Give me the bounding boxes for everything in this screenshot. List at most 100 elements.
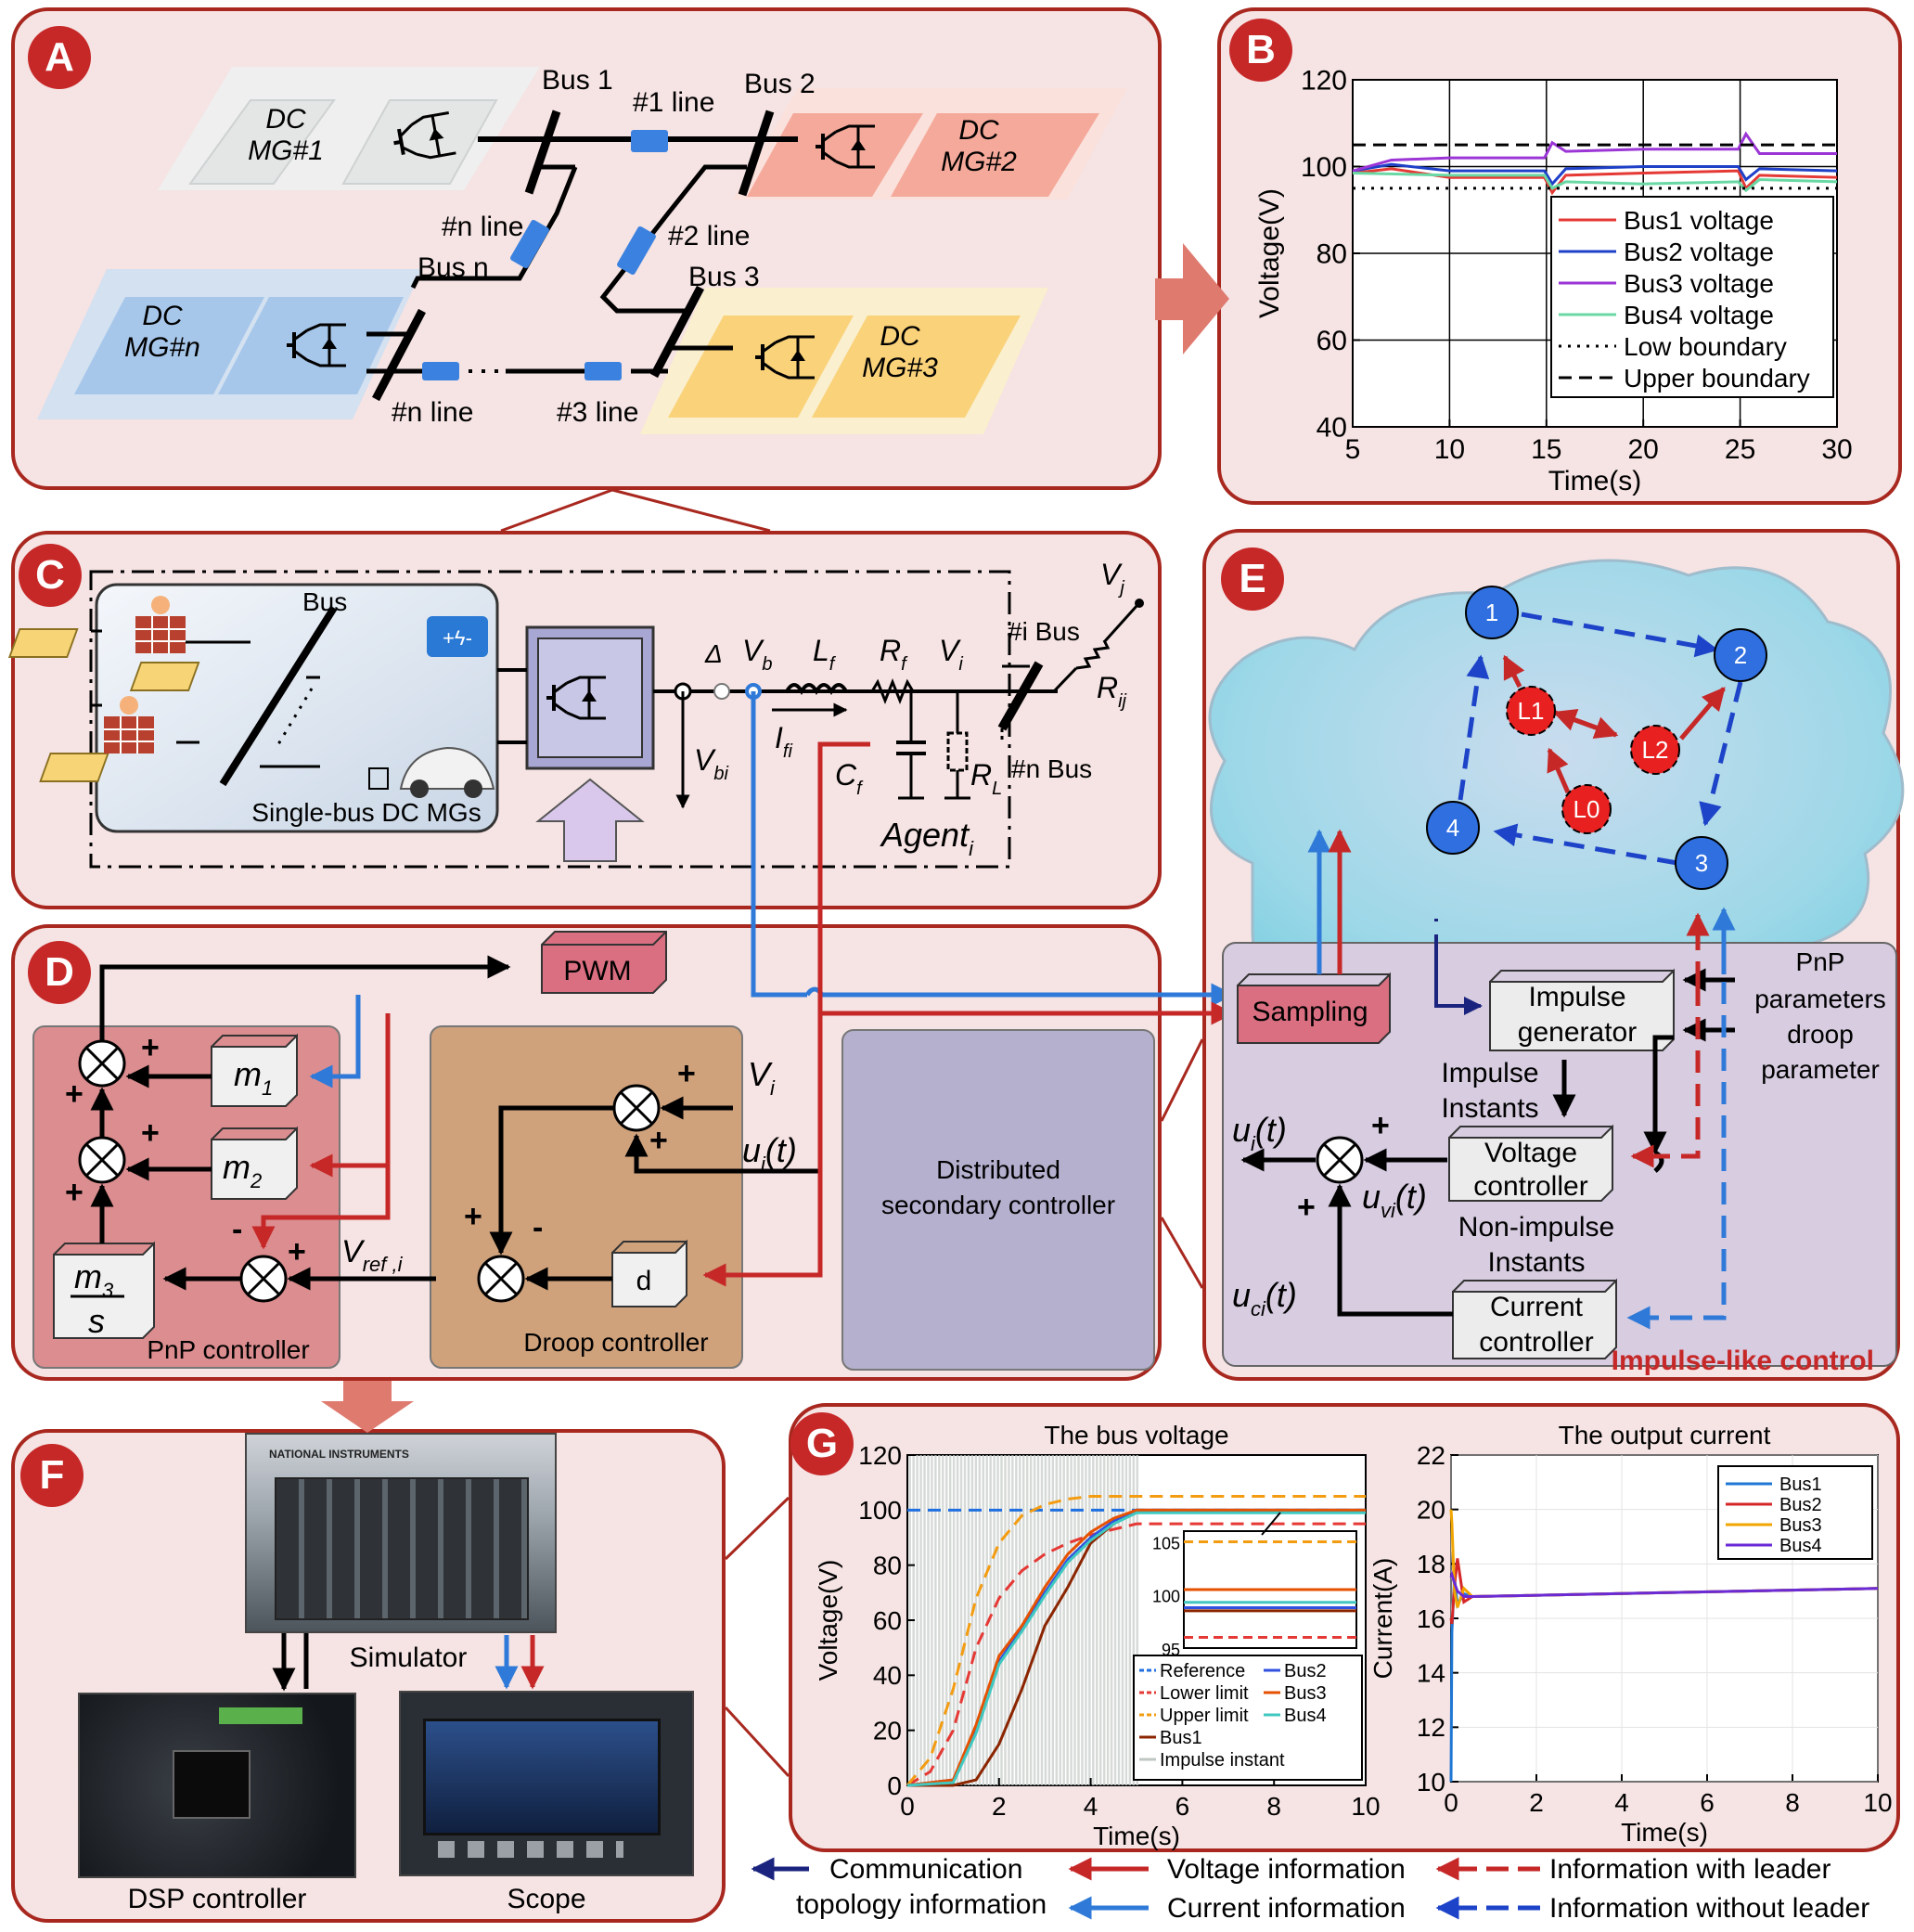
impulse-instants-2: Instants <box>1441 1093 1538 1124</box>
impulse-band <box>963 1455 967 1785</box>
plus-sign: + <box>288 1234 306 1269</box>
impulse-band <box>1011 1455 1014 1785</box>
impulse-band <box>1102 1455 1106 1785</box>
impulse-band <box>1019 1455 1021 1785</box>
impulse-band <box>1092 1455 1095 1785</box>
impulse-band <box>916 1455 918 1785</box>
y-tick-label: 80 <box>1317 239 1347 270</box>
ui-label: ui(t) <box>1232 1111 1287 1155</box>
x-tick-label: 10 <box>1351 1792 1380 1821</box>
y-tick-label: 18 <box>1417 1550 1445 1578</box>
impulse-band <box>974 1455 978 1785</box>
panel-d-drawing <box>32 691 1235 1371</box>
impulse-band <box>1113 1455 1117 1785</box>
minus-sign: - <box>232 1212 242 1247</box>
impulse-band <box>1136 1455 1138 1785</box>
x-tick-label: 2 <box>1529 1788 1544 1817</box>
y-tick-label: 40 <box>873 1661 902 1690</box>
battery-icon <box>427 616 488 657</box>
legend-voltage-info: Voltage information <box>1167 1854 1406 1885</box>
impulse-band <box>1066 1455 1069 1785</box>
plus-sign: + <box>649 1123 668 1158</box>
impulse-like-control-label: Impulse-like control <box>1612 1346 1874 1376</box>
sampling-label: Sampling <box>1252 997 1368 1027</box>
vb-label: Vb <box>742 634 772 675</box>
legend-label: Bus3 <box>1779 1515 1822 1536</box>
impulse-band <box>1008 1455 1010 1785</box>
node-l0-label: L0 <box>1574 795 1600 823</box>
simulator-photo: NATIONAL INSTRUMENTS <box>245 1433 557 1633</box>
impulse-band <box>1059 1455 1061 1785</box>
node-1-label: 1 <box>1485 599 1498 626</box>
x-tick-label: 15 <box>1531 434 1561 465</box>
y-tick-label: 20 <box>1417 1495 1445 1524</box>
m3-den-label: s <box>88 1302 105 1340</box>
panel-a-drawing <box>37 67 1229 434</box>
series-line-bus4 <box>906 1511 1366 1787</box>
nbus-label: #n Bus <box>1011 754 1092 783</box>
impulse-band <box>1098 1455 1102 1785</box>
x-tick-label: 6 <box>1175 1792 1190 1821</box>
x-tick-label: 25 <box>1725 434 1755 465</box>
impulse-band <box>1055 1455 1059 1785</box>
electric-car-icon <box>368 746 495 798</box>
series-line-bus2-voltage <box>1352 162 1838 187</box>
y-tick-label: 0 <box>887 1771 902 1800</box>
impulse-band <box>989 1455 992 1785</box>
bus3-label: Bus 3 <box>688 262 760 292</box>
x-tick-label: 30 <box>1821 434 1852 465</box>
uci-label: uci(t) <box>1232 1276 1297 1320</box>
x-tick-label: 6 <box>1700 1788 1715 1817</box>
x-tick-label: 0 <box>900 1792 915 1821</box>
non-impulse-1: Non-impulse <box>1458 1212 1614 1243</box>
impulse-band <box>1081 1455 1084 1785</box>
mg1-line2: MG#1 <box>248 135 324 166</box>
impulse-band <box>1132 1455 1136 1785</box>
d-block-label: d <box>636 1266 652 1296</box>
series-line-bus3-voltage <box>1352 131 1837 173</box>
m3-label: m3 <box>74 1257 114 1302</box>
mg2-line1: DC <box>958 115 999 146</box>
bottom-legend-arrows <box>751 1857 1540 1920</box>
y-tick-label: 14 <box>1417 1658 1445 1687</box>
impulse-band <box>978 1455 982 1785</box>
legend-without-leader: Information without leader <box>1549 1893 1870 1924</box>
inset-pointer <box>1261 1512 1281 1536</box>
impulse-generator-2: generator <box>1518 1017 1637 1048</box>
mgn-line2: MG#n <box>124 332 200 363</box>
impulse-band <box>967 1455 970 1785</box>
y-tick-label: 80 <box>873 1551 902 1579</box>
impulse-band <box>1077 1455 1080 1785</box>
y-tick-label: 12 <box>1417 1713 1445 1742</box>
cf-label: Cf <box>835 758 864 799</box>
series-line-upper-limit <box>906 1495 1366 1786</box>
node-4-label: 4 <box>1446 814 1459 842</box>
x-tick-label: 8 <box>1266 1792 1281 1821</box>
x-tick-label: 20 <box>1628 434 1659 465</box>
legend-label: Impulse instant <box>1160 1750 1285 1771</box>
pnp-params-1: PnP <box>1796 947 1845 976</box>
m1-label: m1 <box>234 1055 273 1100</box>
graph-nodes <box>1426 586 1767 890</box>
current-controller-2: controller <box>1479 1327 1593 1358</box>
panel-tag-c: C <box>19 544 82 607</box>
impulse-band <box>1062 1455 1065 1785</box>
impulse-band <box>993 1455 996 1785</box>
impulse-band <box>1117 1455 1121 1785</box>
chart-title: The bus voltage <box>1044 1421 1228 1449</box>
rij-label: Rij <box>1097 671 1127 712</box>
x-axis-label: Time(s) <box>1093 1822 1180 1850</box>
legend-communication-2: topology information <box>796 1889 1047 1920</box>
bus-label: Bus <box>302 587 347 616</box>
y-tick-label: 16 <box>1417 1604 1445 1633</box>
impulse-band <box>982 1455 984 1785</box>
droop-controller-label: Droop controller <box>523 1328 708 1357</box>
impulse-band <box>1029 1455 1033 1785</box>
ifi-label: Ifi <box>775 721 792 762</box>
panel-tag-a: A <box>28 26 91 89</box>
vj-label: Vj <box>1100 558 1124 599</box>
mgn-line1: DC <box>142 301 183 331</box>
